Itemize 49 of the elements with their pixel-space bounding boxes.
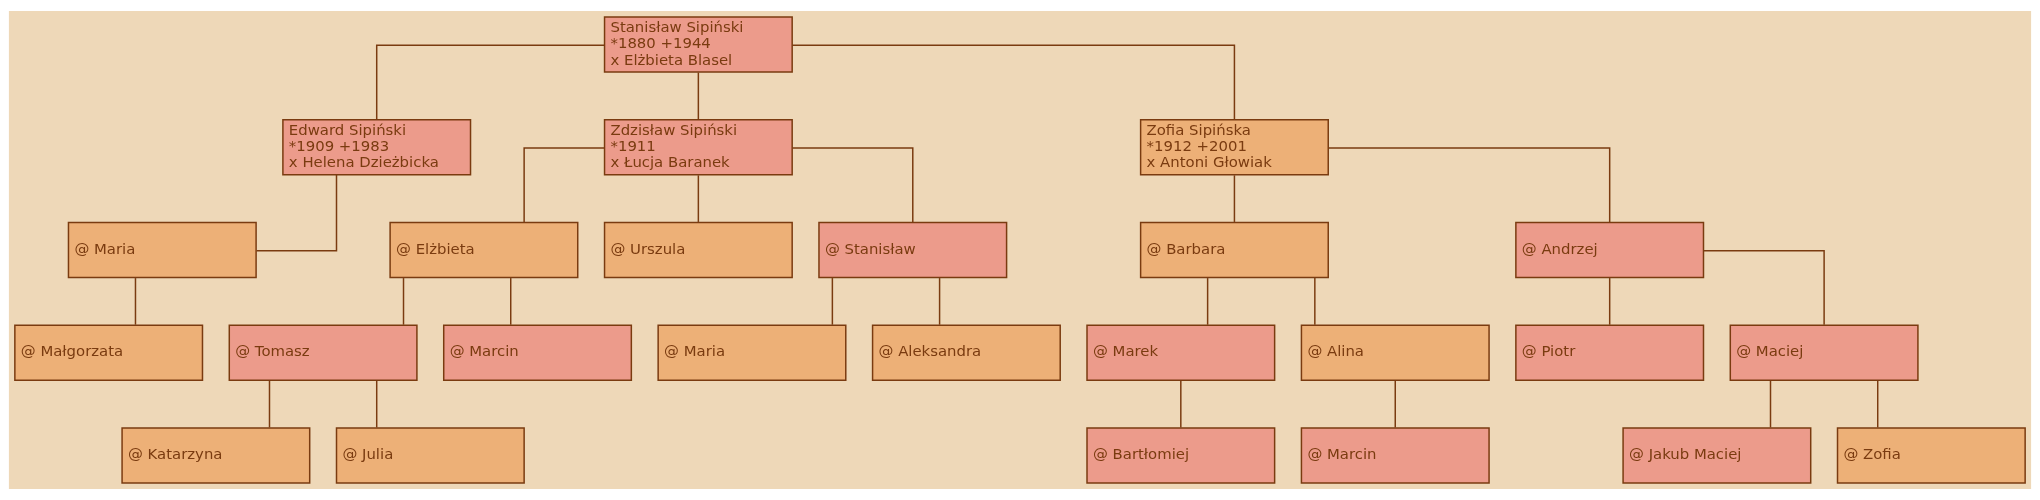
node-box: @ Urszula [603,221,793,279]
connector [1233,174,1236,223]
node-box: @ Zofia [1836,427,2026,484]
node-box: Zdzisław Sipiński *1911 x Łucja Baranek [603,118,793,176]
connector [938,277,941,326]
node-box: @ Katarzyna [121,427,311,484]
connector [523,147,605,223]
connector [1180,380,1182,429]
node-box: @ Jakub Maciej [1622,427,1812,484]
connector [375,380,378,429]
connector [791,147,914,223]
node-box: Edward Sipiński *1909 +1983 x Helena Dzieżbicka [282,118,472,176]
connector [697,174,700,223]
node-box: @ Bartłomiej [1086,427,1276,484]
connector [510,277,512,326]
node-box: @ Marcin [442,324,633,382]
connector [831,277,834,326]
node-box: @ Stanisław [818,221,1008,279]
connector [1703,250,1825,326]
connector [1769,380,1772,429]
node-box: @ Andrzej [1515,221,1705,279]
node-box: Zofia Sipińska *1912 +2001 x Antoni Głowiak [1139,118,1329,176]
node-box: @ Alina [1300,324,1490,382]
node-box: @ Aleksandra [871,324,1061,382]
connector [1608,277,1611,326]
connector [1314,277,1316,326]
connector [791,44,1236,121]
connector [1327,147,1611,223]
node-box: @ Barbara [1139,221,1329,279]
node-box: @ Piotr [1515,324,1705,382]
connector [255,174,338,252]
node-box: @ Marcin [1300,427,1490,484]
node-box: @ Elżbieta [389,221,579,279]
node-box: @ Małgorzata [14,324,204,382]
connector [697,71,700,120]
node-box: Stanisław Sipiński *1880 +1944 x Elżbieta Blasel [603,16,793,73]
connector [1876,380,1879,429]
node-box: @ Marek [1086,324,1276,382]
connector [134,277,137,326]
node-box: @ Maria [67,221,257,279]
connector [375,44,606,121]
connector [402,277,405,326]
node-box: @ Maria [657,324,847,382]
connector [1394,380,1396,429]
connector [1206,277,1209,326]
node-box: @ Julia [335,427,525,484]
node-box: @ Maciej [1729,324,1919,382]
node-box: @ Tomasz [228,324,418,382]
connector [268,380,271,429]
